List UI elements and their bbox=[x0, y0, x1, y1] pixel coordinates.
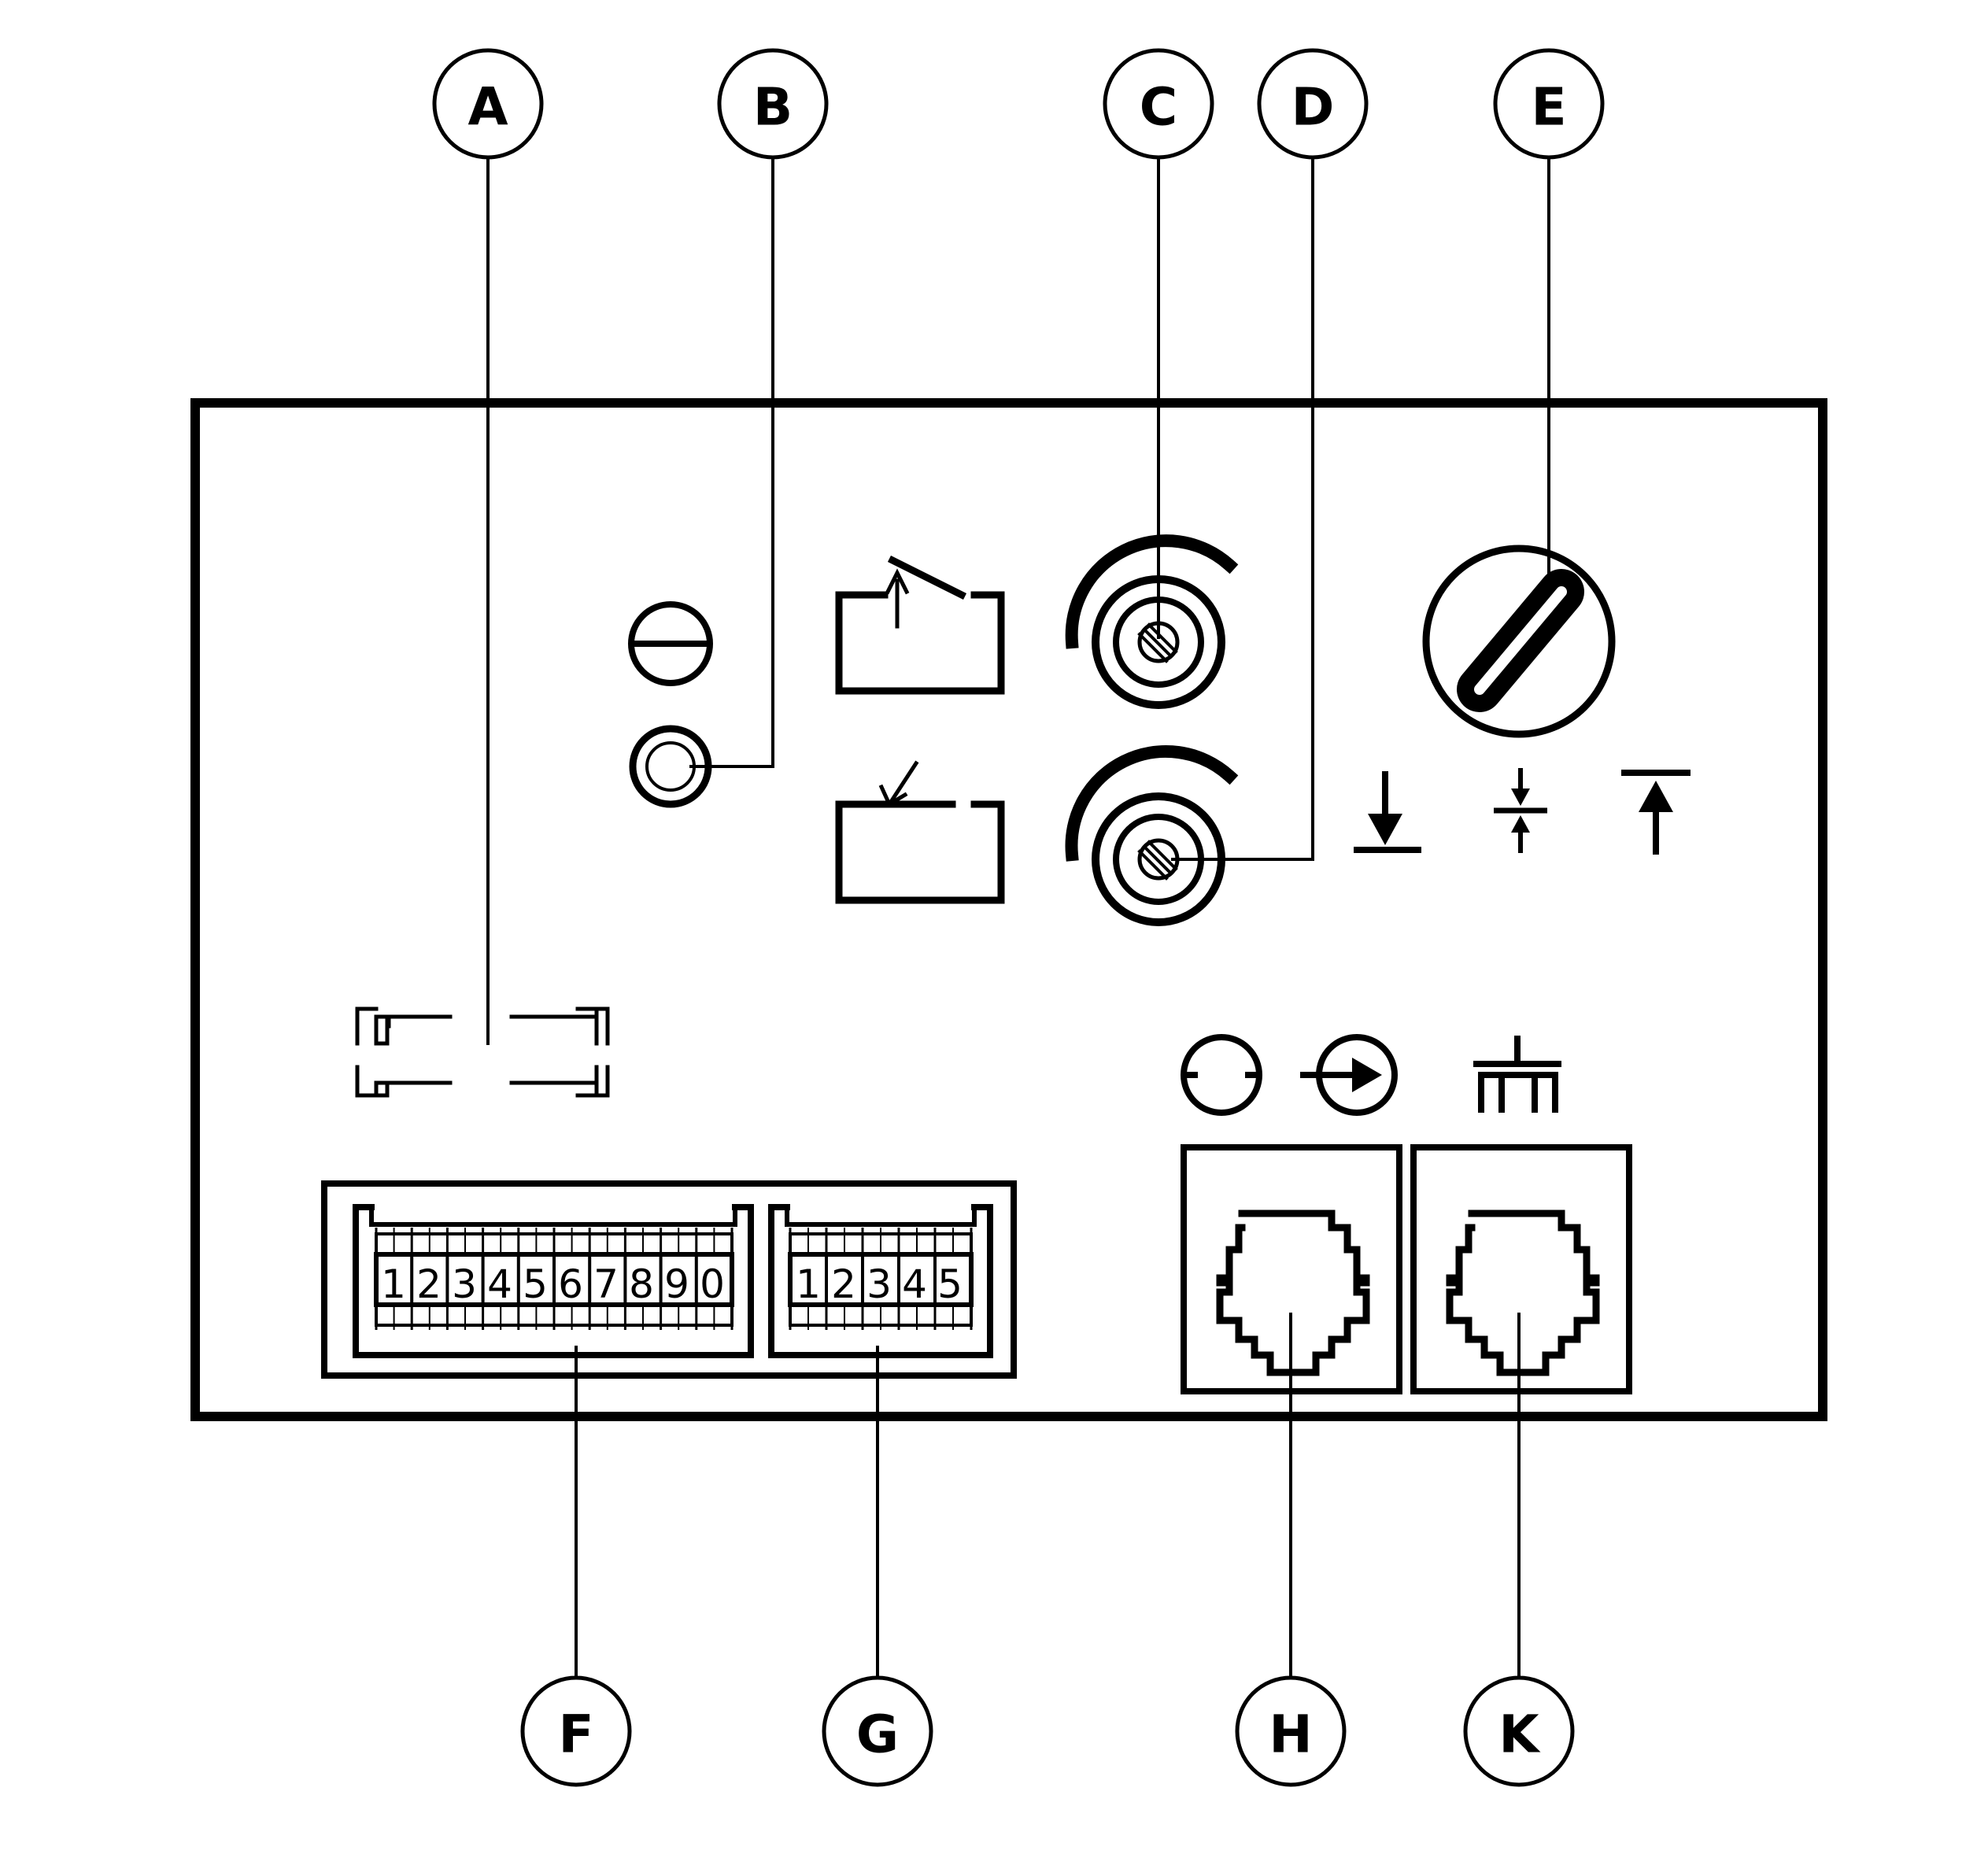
panel-frame bbox=[190, 398, 1827, 1421]
dip-f-digit-1: 1 bbox=[381, 1261, 406, 1307]
leader-lines bbox=[486, 157, 1550, 1678]
relay-contact-open-icon bbox=[835, 555, 1005, 695]
callout-b: B bbox=[717, 48, 829, 160]
callout-k-label: K bbox=[1498, 1704, 1541, 1765]
callout-a: A bbox=[432, 48, 544, 160]
dip-g-digit-3: 3 bbox=[867, 1261, 892, 1307]
dip-switch-g-ticks bbox=[789, 1228, 973, 1330]
power-symbol-icon bbox=[628, 601, 713, 686]
dip-switch-housing bbox=[321, 1180, 1017, 1379]
callout-c: C bbox=[1103, 48, 1214, 160]
callout-e: E bbox=[1493, 48, 1605, 160]
dip-f-digit-2: 2 bbox=[416, 1261, 442, 1307]
selector-switch-e[interactable] bbox=[1422, 545, 1616, 738]
dip-f-digit-6: 6 bbox=[558, 1261, 583, 1307]
dip-f-digit-4: 4 bbox=[487, 1261, 512, 1307]
callout-f: F bbox=[520, 1675, 632, 1787]
dip-f-digit-8: 8 bbox=[629, 1261, 654, 1307]
bridge-jumper-icon bbox=[355, 1006, 610, 1098]
callout-a-label: A bbox=[467, 77, 508, 138]
dip-f-digit-9: 9 bbox=[664, 1261, 689, 1307]
potentiometer-d[interactable] bbox=[1065, 745, 1239, 926]
dip-switch-f-ticks bbox=[375, 1228, 733, 1330]
arrow-up-from-line-icon bbox=[1621, 770, 1691, 855]
potentiometer-c[interactable] bbox=[1065, 534, 1239, 709]
dip-switch-f-digits: 1 2 3 4 5 6 7 8 9 0 bbox=[381, 1261, 725, 1307]
dip-switch-g-digits: 1 2 3 4 5 bbox=[796, 1261, 963, 1307]
dip-g-digit-4: 4 bbox=[902, 1261, 927, 1307]
callout-k: K bbox=[1463, 1675, 1575, 1787]
dip-f-digit-7: 7 bbox=[593, 1261, 619, 1307]
in-out-connector-icon bbox=[1181, 1034, 1398, 1116]
arrows-converge-icon bbox=[1494, 768, 1547, 853]
dip-f-digit-0: 0 bbox=[700, 1261, 725, 1307]
dip-f-digit-5: 5 bbox=[523, 1261, 548, 1307]
dip-g-digit-5: 5 bbox=[937, 1261, 963, 1307]
led-indicator-icon bbox=[629, 725, 712, 808]
callout-d: D bbox=[1257, 48, 1369, 160]
rj-jack-k[interactable] bbox=[1410, 1144, 1632, 1394]
dip-g-digit-1: 1 bbox=[796, 1261, 821, 1307]
callout-h: H bbox=[1235, 1675, 1347, 1787]
callout-d-label: D bbox=[1291, 77, 1335, 138]
bus-connector-icon bbox=[1473, 1036, 1561, 1113]
callout-c-label: C bbox=[1140, 77, 1177, 138]
callout-h-label: H bbox=[1269, 1704, 1312, 1765]
dip-g-digit-2: 2 bbox=[831, 1261, 856, 1307]
dip-switch-f[interactable]: 1 2 3 4 5 6 7 8 9 0 bbox=[353, 1204, 754, 1358]
leader-b bbox=[689, 157, 774, 768]
callout-g: G bbox=[822, 1675, 933, 1787]
callout-g-label: G bbox=[856, 1704, 899, 1765]
callout-b-label: B bbox=[753, 77, 793, 138]
callout-f-label: F bbox=[558, 1704, 593, 1765]
rj-jack-h[interactable] bbox=[1181, 1144, 1402, 1394]
arrow-down-to-line-icon bbox=[1354, 771, 1421, 853]
relay-contact-close-icon bbox=[835, 760, 1005, 904]
dip-switch-g[interactable]: 1 2 3 4 5 bbox=[768, 1204, 993, 1358]
dip-f-digit-3: 3 bbox=[452, 1261, 477, 1307]
callout-e-label: E bbox=[1531, 77, 1566, 138]
